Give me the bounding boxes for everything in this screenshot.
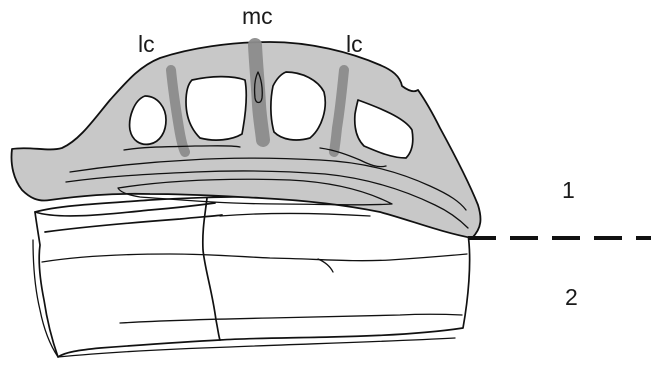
upper-shell	[11, 42, 480, 238]
lower-block-interior-line-2	[318, 259, 333, 272]
lower-block-outline	[35, 197, 470, 357]
lower-block-mid-seam	[42, 254, 467, 262]
label-lateral-canal-right: lc	[346, 31, 363, 57]
label-lateral-canal-left: lc	[138, 31, 155, 57]
label-median-canal: mc	[242, 3, 273, 29]
lower-block-lower-seam	[120, 314, 462, 323]
lower-block-upper-crack	[35, 203, 215, 216]
cavity-2	[186, 77, 246, 140]
cavity-3	[271, 72, 325, 140]
label-layer-2: 2	[565, 284, 578, 310]
lower-block-left-edge	[33, 240, 58, 357]
label-layer-1: 1	[562, 177, 575, 203]
lower-block-inner-ridge	[45, 215, 222, 232]
lower-block	[33, 197, 470, 357]
lower-block-interior-line-1	[220, 213, 370, 216]
